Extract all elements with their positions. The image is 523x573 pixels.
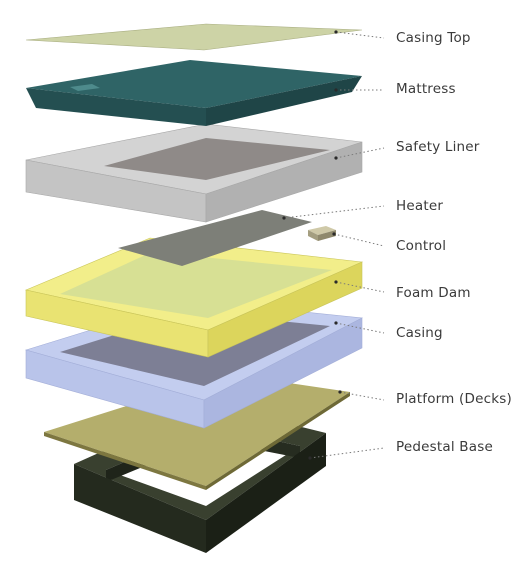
label-mattress: Mattress — [396, 81, 456, 97]
label-platform: Platform (Decks) — [396, 391, 512, 407]
label-control: Control — [396, 238, 446, 254]
foam-dam-part — [25, 237, 364, 358]
casing-top-part — [25, 23, 363, 51]
safety-liner-part — [25, 123, 363, 223]
label-pedestal-base: Pedestal Base — [396, 439, 493, 455]
label-foam-dam: Foam Dam — [396, 285, 471, 301]
label-casing-top: Casing Top — [396, 30, 471, 46]
label-casing: Casing — [396, 325, 443, 341]
heater-part — [118, 210, 312, 266]
labels: Casing Top Mattress Safety Liner Heater … — [396, 30, 512, 455]
platform-part — [44, 374, 350, 490]
label-heater: Heater — [396, 198, 443, 214]
label-safety-liner: Safety Liner — [396, 139, 480, 155]
control-part — [308, 226, 336, 241]
leader-lines — [282, 30, 385, 460]
mattress-part — [26, 60, 362, 126]
